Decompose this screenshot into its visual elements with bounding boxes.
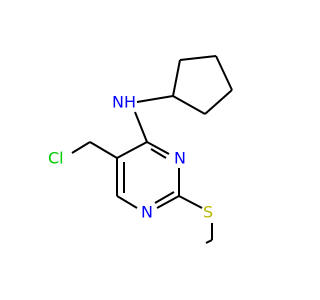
pyrimidine-ring xyxy=(116,141,180,209)
chlorine-label: Cl xyxy=(48,149,64,168)
bond xyxy=(215,55,233,91)
bond-ch2-cl xyxy=(71,141,91,154)
bond xyxy=(150,148,167,159)
bond xyxy=(116,141,148,159)
bond xyxy=(146,141,170,155)
amine-nh-label: NH xyxy=(112,93,136,112)
bond xyxy=(172,95,206,115)
bond-c2-s xyxy=(178,195,203,209)
cyclopentyl-ring xyxy=(172,55,233,115)
background xyxy=(0,0,300,300)
bond xyxy=(156,195,180,209)
bond-nh-c4 xyxy=(134,111,148,143)
bond xyxy=(179,55,217,61)
bond-nh-cyclopentyl xyxy=(136,95,174,103)
bond-ch3 xyxy=(205,239,213,244)
ring-n3-label: N xyxy=(174,149,186,168)
bond xyxy=(116,195,138,209)
bond xyxy=(154,191,175,204)
molecule-structure: NH N N S Cl xyxy=(0,0,300,300)
ring-n1-label: N xyxy=(141,203,153,222)
bond xyxy=(172,59,181,97)
sulfur-label: S xyxy=(203,203,213,222)
bond-c5-ch2 xyxy=(89,141,118,159)
bond xyxy=(204,89,233,115)
